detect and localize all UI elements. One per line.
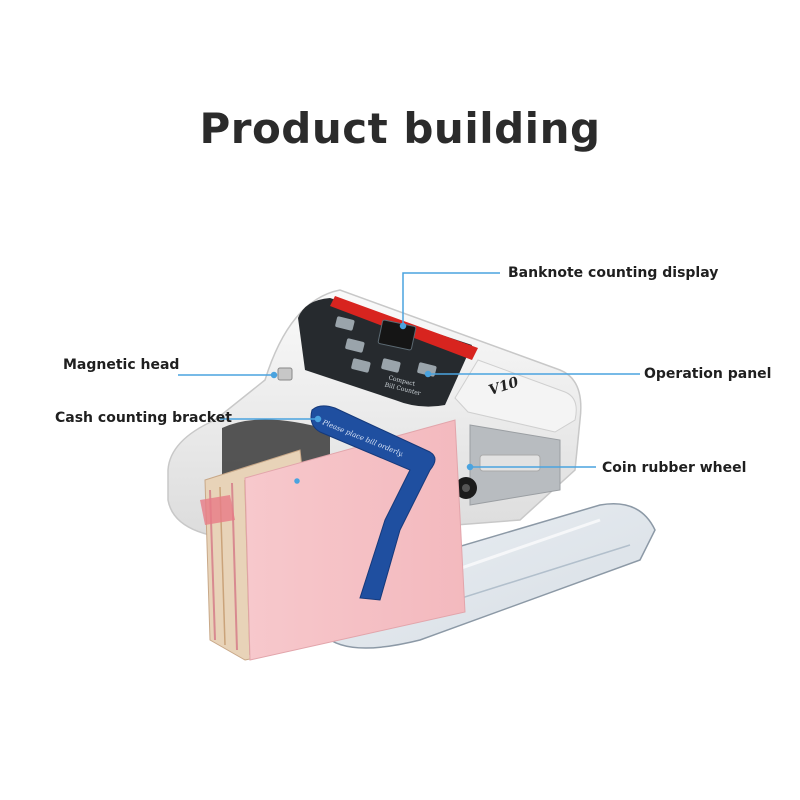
callout-banknote-counting-display: Banknote counting display — [508, 265, 719, 281]
callout-magnetic-head: Magnetic head — [63, 357, 180, 373]
callout-lines — [178, 272, 640, 484]
panel-button — [351, 358, 371, 373]
display-screen — [377, 319, 417, 351]
panel-button — [335, 316, 355, 331]
callout-coin-rubber-wheel: Coin rubber wheel — [602, 460, 747, 476]
panel-button — [381, 358, 401, 373]
callout-operation-panel: Operation panel — [644, 366, 772, 382]
page-title: Product building — [199, 104, 601, 153]
magnetic-head — [277, 367, 293, 381]
panel-button — [345, 338, 365, 353]
panel-button — [417, 362, 437, 377]
callout-cash-counting-bracket: Cash counting bracket — [55, 410, 232, 426]
